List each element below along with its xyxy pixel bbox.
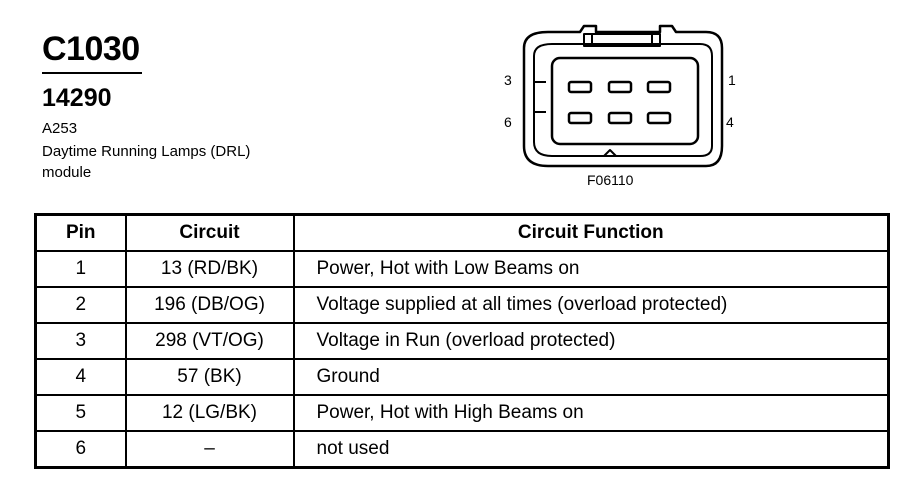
header-circuit: Circuit — [124, 213, 295, 252]
table-row: 6 – not used — [34, 430, 890, 469]
circuit-code: 196 (DB/OG) — [124, 286, 295, 324]
table-row: 2 196 (DB/OG) Voltage supplied at all ti… — [34, 286, 890, 324]
pin-label-1: 1 — [728, 72, 736, 88]
part-number: 14290 — [42, 84, 112, 112]
circuit-function: Ground — [292, 358, 890, 396]
pin-assignment-table: Pin Circuit Circuit Function 1 13 (RD/BK… — [34, 213, 890, 469]
connector-face-diagram — [522, 24, 724, 168]
title-underline — [42, 72, 142, 74]
connector-outer-shell — [522, 24, 724, 168]
pin-slot-1 — [646, 80, 672, 94]
circuit-function: Voltage supplied at all times (overload … — [292, 286, 890, 324]
table-header-row: Pin Circuit Circuit Function — [34, 213, 890, 252]
pin-number: 4 — [34, 358, 127, 396]
pin-slot-3 — [567, 80, 593, 94]
pin-slot-5 — [607, 111, 633, 125]
connector-inner-shell — [533, 43, 713, 157]
circuit-function: Voltage in Run (overload protected) — [292, 322, 890, 360]
header-pin: Pin — [34, 213, 127, 252]
pin-label-6: 6 — [504, 114, 512, 130]
pin-number: 5 — [34, 394, 127, 432]
pin-number: 2 — [34, 286, 127, 324]
circuit-function: Power, Hot with High Beams on — [292, 394, 890, 432]
circuit-code: 57 (BK) — [124, 358, 295, 396]
pin-number: 3 — [34, 322, 127, 360]
pin-slot-6 — [567, 111, 593, 125]
circuit-code: 13 (RD/BK) — [124, 250, 295, 288]
pin-label-4: 4 — [726, 114, 734, 130]
pin-number: 6 — [34, 430, 127, 469]
connector-latch — [583, 33, 661, 47]
table-row: 3 298 (VT/OG) Voltage in Run (overload p… — [34, 322, 890, 360]
module-description-cont: module — [42, 164, 92, 181]
pin-label-3: 3 — [504, 72, 512, 88]
circuit-function: not used — [292, 430, 890, 469]
circuit-code: 12 (LG/BK) — [124, 394, 295, 432]
pin-slot-2 — [607, 80, 633, 94]
pin-slot-4 — [646, 111, 672, 125]
figure-code: F06110 — [587, 172, 634, 188]
table-row: 4 57 (BK) Ground — [34, 358, 890, 396]
circuit-function: Power, Hot with Low Beams on — [292, 250, 890, 288]
module-description: Daytime Running Lamps (DRL) — [42, 143, 251, 160]
table-row: 1 13 (RD/BK) Power, Hot with Low Beams o… — [34, 250, 890, 288]
header-circuit-function: Circuit Function — [292, 213, 890, 252]
circuit-code: – — [124, 430, 295, 469]
pin-number: 1 — [34, 250, 127, 288]
table-row: 5 12 (LG/BK) Power, Hot with High Beams … — [34, 394, 890, 432]
circuit-code: 298 (VT/OG) — [124, 322, 295, 360]
pin-cavity-body — [550, 56, 700, 146]
connector-id: C1030 — [42, 30, 140, 68]
location-code: A253 — [42, 120, 78, 137]
